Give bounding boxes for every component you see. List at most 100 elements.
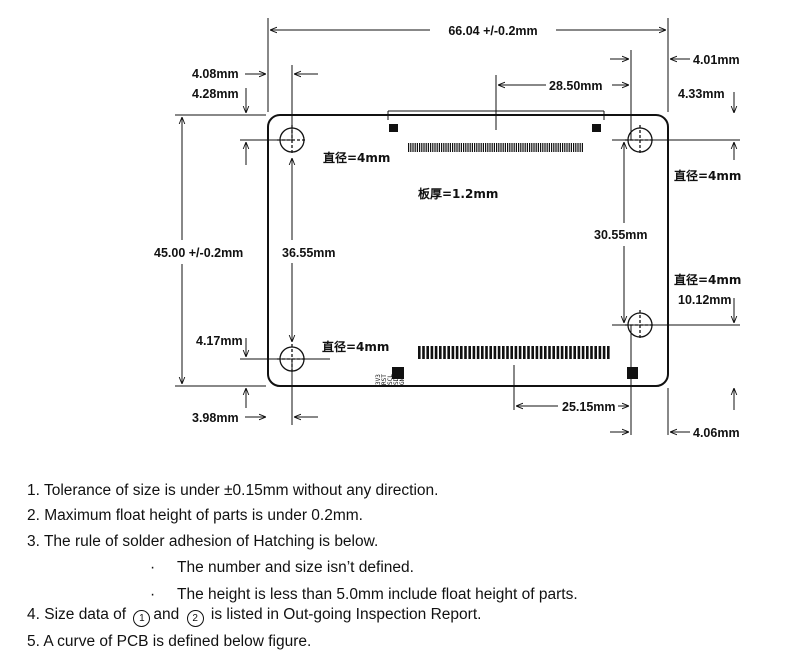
connector-pin xyxy=(472,346,476,359)
connector-pin xyxy=(414,143,416,152)
connector-pin xyxy=(540,143,542,152)
overall-width-label: 66.04 +/-0.2mm xyxy=(448,24,537,38)
connector-pin xyxy=(432,143,434,152)
top-connector xyxy=(387,110,605,152)
hole-diameter-label-2: 直径=4mm xyxy=(674,168,741,183)
dim-30-55: 30.55mm xyxy=(594,228,648,242)
connector-pin xyxy=(557,143,559,152)
pin-label-scl: SCL xyxy=(387,374,394,385)
board-thickness-label: 板厚=1.2mm xyxy=(418,186,498,201)
connector-pin xyxy=(527,346,530,359)
connector-pin xyxy=(573,143,575,152)
connector-pin xyxy=(544,143,546,152)
dim-4-08: 4.08mm xyxy=(192,67,239,81)
connector-pin xyxy=(552,346,555,359)
connector-pin xyxy=(518,143,520,152)
bullet-text-1: The number and size isn’t defined. xyxy=(177,559,414,576)
connector-pin xyxy=(474,143,476,152)
mounting-hole-bottom-left xyxy=(277,344,307,374)
connector-pin xyxy=(594,346,597,359)
connector-pin xyxy=(568,143,570,152)
connector-pin xyxy=(491,143,493,152)
connector-pin xyxy=(551,143,553,152)
connector-pin xyxy=(544,346,547,359)
connector-pin xyxy=(469,143,471,152)
connector-pin xyxy=(570,143,572,152)
connector-pin xyxy=(476,143,478,152)
connector-pin xyxy=(539,346,543,359)
connector-pin xyxy=(487,143,489,152)
connector-pin xyxy=(481,346,484,359)
connector-pin xyxy=(436,143,438,152)
dim-36-55: 36.55mm xyxy=(282,246,336,260)
dim-3-98: 3.98mm xyxy=(192,411,239,425)
bullet-dot: · xyxy=(150,586,156,603)
pin-label-gnd: GND xyxy=(399,374,406,385)
connector-pin xyxy=(418,346,421,359)
circled-number-1: 1 xyxy=(133,610,151,627)
connector-pin xyxy=(553,143,555,152)
connector-pin xyxy=(408,143,410,152)
connector-pin xyxy=(447,143,449,152)
connector-pin xyxy=(573,346,576,359)
connector-pin xyxy=(566,143,568,152)
connector-pin xyxy=(419,143,421,152)
connector-pin xyxy=(546,143,548,152)
connector-pin xyxy=(590,346,593,359)
connector-pin xyxy=(439,346,442,359)
connector-pin xyxy=(467,143,469,152)
connector-pin xyxy=(430,143,432,152)
hole-diameter-label-3: 直径=4mm xyxy=(674,272,741,287)
connector-pin xyxy=(564,143,566,152)
connector-pin xyxy=(511,143,513,152)
connector-pin xyxy=(464,346,467,359)
connector-pin xyxy=(498,143,500,152)
connector-pin xyxy=(577,143,579,152)
connector-pin xyxy=(412,143,414,152)
connector-pin xyxy=(510,346,513,359)
connector-pin xyxy=(452,143,454,152)
connector-pin xyxy=(548,346,551,359)
connector-pin xyxy=(489,346,492,359)
connector-pin xyxy=(535,346,539,359)
connector-pin xyxy=(581,143,583,152)
connector-pin xyxy=(480,143,482,152)
mounting-hole-top-right xyxy=(625,125,655,155)
connector-pin xyxy=(562,143,564,152)
note-5: 5. A curve of PCB is defined below figur… xyxy=(27,633,312,650)
connector-pin xyxy=(555,143,557,152)
connector-pin xyxy=(548,143,550,152)
note-1: 1. Tolerance of size is under ±0.15mm wi… xyxy=(27,482,439,499)
connector-pin xyxy=(506,346,509,359)
connector-pin xyxy=(523,346,526,359)
note-3-bullet-1: ·The number and size isn’t defined. xyxy=(150,559,414,577)
connector-pin xyxy=(507,143,509,152)
connector-pin xyxy=(529,143,531,152)
connector-pin xyxy=(497,346,501,359)
connector-pin xyxy=(476,346,480,359)
connector-pin xyxy=(485,143,487,152)
mounting-hole-bottom-right xyxy=(625,310,655,340)
connector-pin xyxy=(520,143,522,152)
connector-pin xyxy=(416,143,418,152)
bottom-connector-pads xyxy=(418,346,610,359)
bullet-text-2: The height is less than 5.0mm include fl… xyxy=(177,586,578,603)
connector-pin xyxy=(451,346,455,359)
connector-pin xyxy=(533,143,535,152)
connector-pin xyxy=(504,143,506,152)
connector-pin xyxy=(482,143,484,152)
pin1-marker-pad xyxy=(392,367,404,379)
connector-pin xyxy=(445,143,447,152)
connector-pin xyxy=(500,143,502,152)
connector-pin xyxy=(531,346,534,359)
dim-25-15: 25.15mm xyxy=(562,400,616,414)
connector-pin xyxy=(602,346,606,359)
connector-pin xyxy=(423,143,425,152)
connector-pin xyxy=(463,143,465,152)
dim-4-33: 4.33mm xyxy=(678,87,725,101)
connector-pin xyxy=(522,143,524,152)
fiducial-pad xyxy=(627,367,638,379)
connector-pin xyxy=(581,346,585,359)
connector-pin xyxy=(434,346,438,359)
pcb-outline xyxy=(267,114,669,387)
